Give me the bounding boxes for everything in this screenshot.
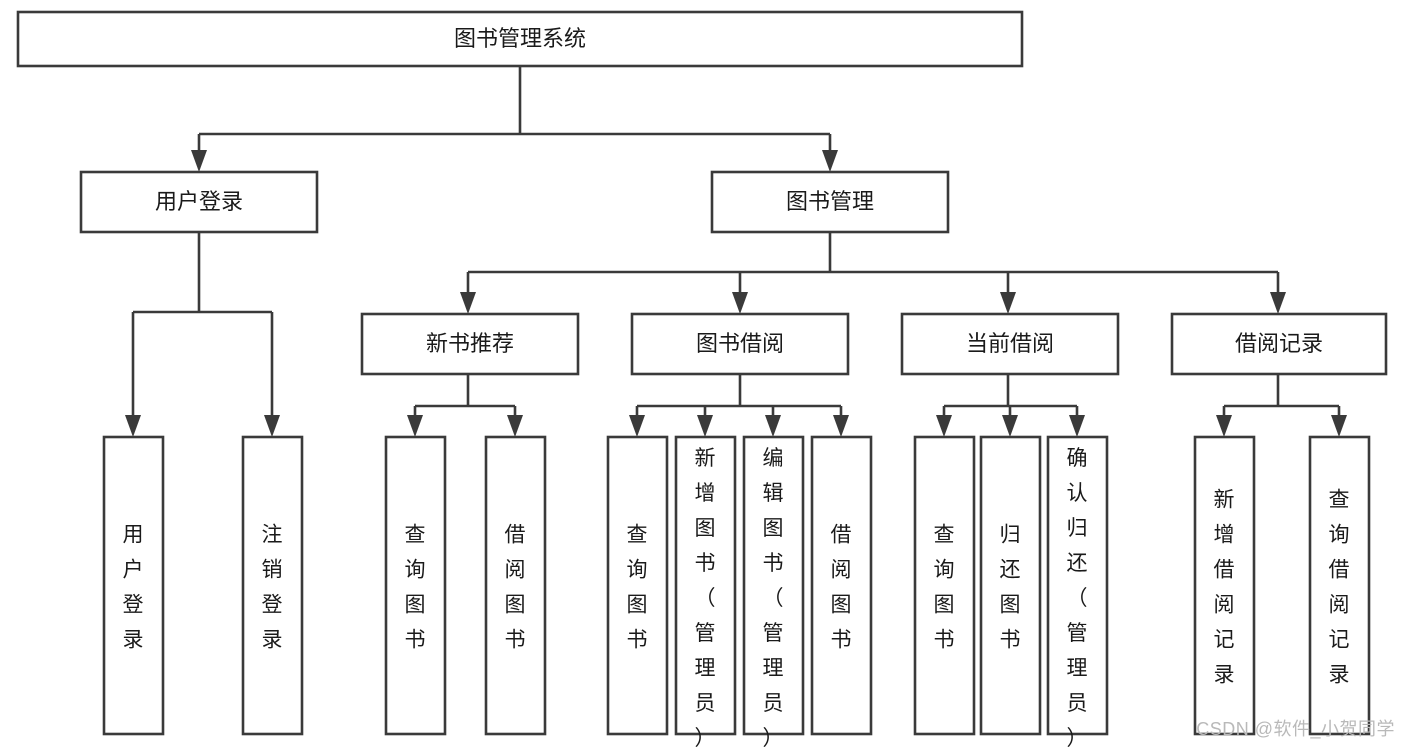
- arrow-head-book-borrow: [732, 292, 748, 314]
- node-book-borrow[interactable]: 图书借阅: [630, 312, 850, 376]
- node-new-book-recommend-box: [360, 312, 580, 376]
- node-leaf-user-logout-label: 注销登录: [262, 524, 283, 652]
- node-borrow-record-box: [1170, 312, 1388, 376]
- arrow-head-borrow-record: [1270, 292, 1286, 314]
- node-leaf-query-record[interactable]: 查询借阅记录: [1308, 435, 1371, 736]
- node-leaf-edit-book-label: 编辑图书（管理员）: [763, 447, 784, 747]
- node-root-label: 图书管理系统: [454, 26, 586, 51]
- node-book-borrow-label: 图书借阅: [696, 331, 784, 356]
- node-borrow-record[interactable]: 借阅记录: [1170, 312, 1388, 376]
- node-book-manage[interactable]: 图书管理: [710, 170, 950, 234]
- arrow-head-leaf-query-book-1: [407, 415, 423, 437]
- node-user-login-label: 用户登录: [155, 189, 243, 214]
- node-leaf-add-book[interactable]: 新增图书（管理员）: [674, 435, 737, 747]
- node-leaf-confirm-return-box: [1046, 435, 1109, 736]
- node-leaf-borrow-book-2-label: 借阅图书: [831, 524, 852, 652]
- csdn-watermark: CSDN @软件_小贺同学: [1196, 719, 1395, 739]
- node-leaf-add-book-box: [674, 435, 737, 736]
- node-leaf-add-record-label: 新增借阅记录: [1214, 489, 1235, 687]
- node-borrow-record-label: 借阅记录: [1235, 331, 1323, 356]
- node-leaf-confirm-return[interactable]: 确认归还（管理员）: [1046, 435, 1109, 747]
- node-book-manage-box: [710, 170, 950, 234]
- node-leaf-query-book-2-box: [606, 435, 669, 736]
- node-leaf-borrow-book-2-box: [810, 435, 873, 736]
- arrow-head-leaf-borrow-book-2: [833, 415, 849, 437]
- arrow-head-leaf-add-record: [1216, 415, 1232, 437]
- node-leaf-query-record-label: 查询借阅记录: [1329, 489, 1350, 687]
- node-book-borrow-box: [630, 312, 850, 376]
- arrow-head-current-borrow: [1000, 292, 1016, 314]
- arrow-head-leaf-user-logout: [264, 415, 280, 437]
- node-current-borrow-box: [900, 312, 1120, 376]
- node-leaf-query-book-3-label: 查询图书: [934, 524, 955, 652]
- node-leaf-user-logout-box: [241, 435, 304, 736]
- node-leaf-return-book-box: [979, 435, 1042, 736]
- node-new-book-recommend[interactable]: 新书推荐: [360, 312, 580, 376]
- node-leaf-return-book[interactable]: 归还图书: [979, 435, 1042, 736]
- node-leaf-borrow-book-1[interactable]: 借阅图书: [484, 435, 547, 736]
- node-leaf-borrow-book-2[interactable]: 借阅图书: [810, 435, 873, 736]
- arrow-head-leaf-query-book-2: [629, 415, 645, 437]
- node-leaf-query-book-1-label: 查询图书: [405, 524, 426, 652]
- node-book-manage-label: 图书管理: [786, 189, 874, 214]
- node-leaf-user-logout[interactable]: 注销登录: [241, 435, 304, 736]
- arrow-head-leaf-user-login: [125, 415, 141, 437]
- node-leaf-query-book-2-label: 查询图书: [627, 524, 648, 652]
- node-new-book-recommend-label: 新书推荐: [426, 331, 514, 356]
- node-leaf-edit-book-box: [742, 435, 805, 736]
- arrow-head-book-manage: [822, 150, 838, 172]
- node-leaf-edit-book[interactable]: 编辑图书（管理员）: [742, 435, 805, 747]
- node-leaf-add-record[interactable]: 新增借阅记录: [1193, 435, 1256, 736]
- arrow-head-leaf-edit-book: [765, 415, 781, 437]
- node-leaf-add-book-label: 新增图书（管理员）: [695, 447, 716, 747]
- node-leaf-query-book-2[interactable]: 查询图书: [606, 435, 669, 736]
- leaf-nodes-layer: 用户登录 注销登录 查询图书 借阅图书 查询图书 新增图书（管理员）: [102, 435, 1371, 747]
- node-leaf-borrow-book-1-box: [484, 435, 547, 736]
- node-leaf-confirm-return-label: 确认归还（管理员）: [1067, 447, 1088, 747]
- node-leaf-query-book-3-box: [913, 435, 976, 736]
- node-leaf-query-record-box: [1308, 435, 1371, 736]
- node-leaf-user-login[interactable]: 用户登录: [102, 435, 165, 736]
- node-current-borrow[interactable]: 当前借阅: [900, 312, 1120, 376]
- arrow-head-new-book-recommend: [460, 292, 476, 314]
- arrow-head-leaf-borrow-book-1: [507, 415, 523, 437]
- node-root[interactable]: 图书管理系统: [16, 10, 1024, 68]
- node-leaf-user-login-box: [102, 435, 165, 736]
- node-user-login[interactable]: 用户登录: [79, 170, 319, 234]
- node-user-login-box: [79, 170, 319, 234]
- node-leaf-borrow-book-1-label: 借阅图书: [505, 524, 526, 652]
- node-leaf-user-login-label: 用户登录: [123, 524, 144, 652]
- node-leaf-add-record-box: [1193, 435, 1256, 736]
- connector-layer: [125, 66, 1347, 437]
- node-root-box: [16, 10, 1024, 68]
- node-leaf-return-book-label: 归还图书: [1000, 524, 1021, 652]
- node-current-borrow-label: 当前借阅: [966, 331, 1054, 356]
- arrow-head-leaf-confirm-return: [1069, 415, 1085, 437]
- arrow-head-leaf-query-record: [1331, 415, 1347, 437]
- arrow-head-leaf-query-book-3: [936, 415, 952, 437]
- node-leaf-query-book-1-box: [384, 435, 447, 736]
- node-leaf-query-book-1[interactable]: 查询图书: [384, 435, 447, 736]
- arrow-head-leaf-return-book: [1002, 415, 1018, 437]
- arrow-head-user-login: [191, 150, 207, 172]
- arrow-head-leaf-add-book: [697, 415, 713, 437]
- node-leaf-query-book-3[interactable]: 查询图书: [913, 435, 976, 736]
